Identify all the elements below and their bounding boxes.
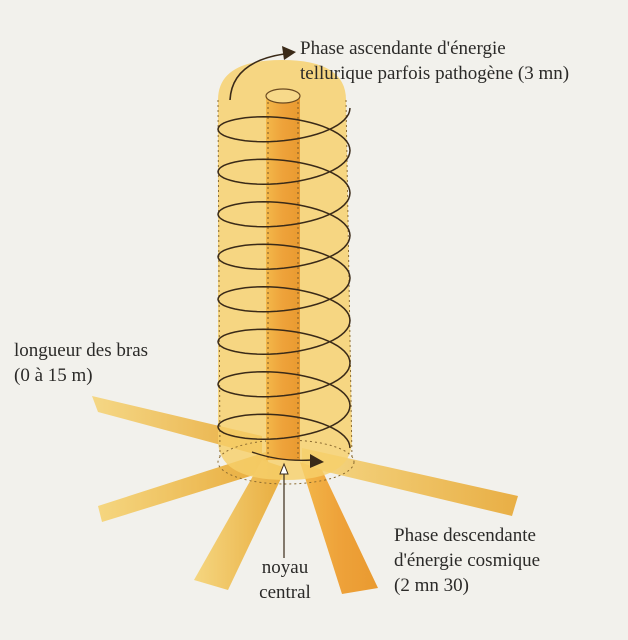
arm-front-right — [300, 462, 378, 594]
label-core-line-1: noyau — [261, 557, 309, 578]
label-ascending-line-2: tellurique parfois pathogène (3 mn) — [300, 63, 570, 85]
energy-spiral — [217, 107, 351, 449]
label-arm-length: longueur des bras (0 à 15 m) — [14, 338, 148, 388]
label-arms-line-2: (0 à 15 m) — [14, 365, 93, 387]
label-descending-line-1: Phase descendante — [394, 525, 536, 546]
label-descending-line-2: d'énergie cosmique — [394, 550, 541, 572]
ascending-arrowhead-icon — [282, 46, 296, 60]
ascending-arrow — [229, 53, 285, 101]
central-core — [266, 96, 300, 460]
arm-front-left — [194, 460, 286, 590]
label-arms-line-1: longueur des bras — [14, 340, 149, 361]
arm-right — [302, 448, 518, 516]
label-descending-line-3: (2 mn 30) — [394, 575, 469, 597]
arm-left-lower — [98, 452, 270, 522]
label-core-line-2: central — [259, 582, 311, 604]
descending-arrow — [251, 451, 313, 462]
label-central-core: noyau central — [250, 555, 320, 605]
descending-arrowhead-icon — [310, 454, 324, 468]
label-ascending-line-1: Phase ascendante d'énergie — [300, 38, 506, 59]
column-edge-left — [217, 99, 221, 461]
core-top — [265, 88, 301, 104]
label-ascending-phase: Phase ascendante d'énergie tellurique pa… — [300, 36, 569, 86]
label-descending-phase: Phase descendante d'énergie cosmique (2 … — [394, 523, 540, 598]
